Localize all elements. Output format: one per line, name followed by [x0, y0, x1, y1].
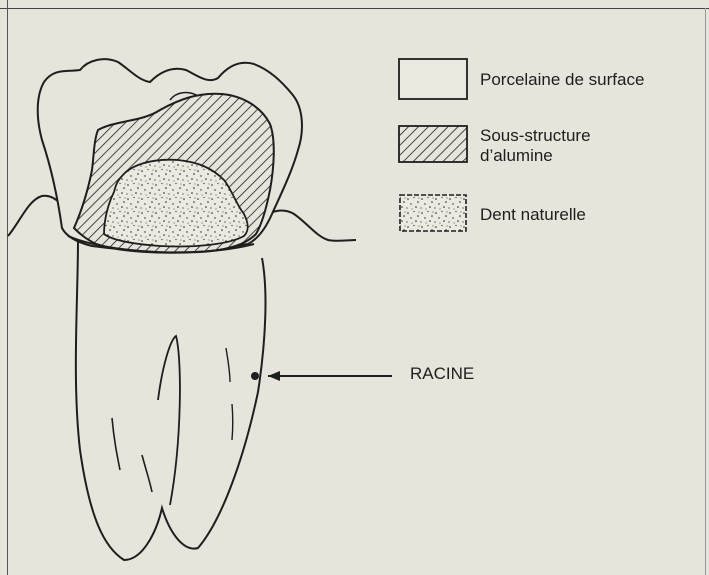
root-furcation [158, 336, 180, 505]
root-contour-lower [232, 404, 233, 440]
racine-leader-arrowhead [268, 371, 280, 381]
racine-marker-dot [251, 372, 259, 380]
legend-label-alumina-line1: Sous-structure [480, 126, 591, 146]
root-outline [76, 240, 266, 560]
root-contour-right [226, 348, 230, 382]
legend-label-alumina-line2: d’alumine [480, 146, 553, 166]
legend-swatch-natural [400, 195, 466, 231]
legend-swatch-surface [399, 59, 467, 99]
gum-line-right [262, 211, 356, 241]
root-contour-left [112, 418, 120, 470]
root-contour-mid [142, 455, 152, 492]
legend-label-surface-porcelain: Porcelaine de surface [480, 70, 644, 90]
legend-label-natural-tooth: Dent naturelle [480, 205, 586, 225]
legend-swatch-alumina [399, 126, 467, 162]
racine-label: RACINE [410, 364, 474, 384]
